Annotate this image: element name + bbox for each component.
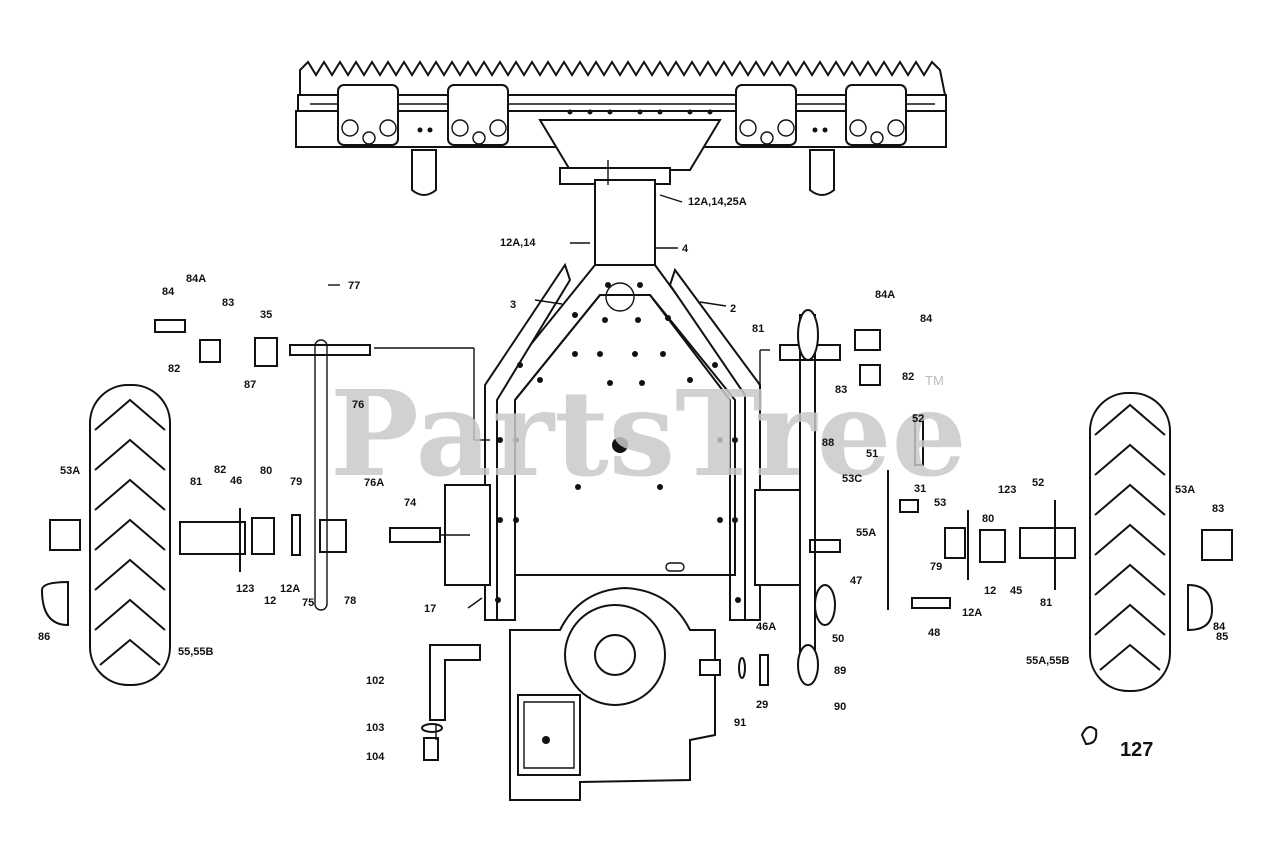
callout-label: 29 — [756, 699, 768, 711]
callout-label: 12A,14,25A — [688, 196, 747, 208]
callout-label: 52 — [1032, 477, 1044, 489]
callout-label: 88 — [822, 437, 834, 449]
callout-label: 2 — [730, 303, 736, 315]
callout-label: 46 — [230, 475, 242, 487]
frame-chassis — [484, 179, 761, 621]
callout-label: 55A — [856, 527, 876, 539]
callout-label: 51 — [866, 448, 878, 460]
callout-label: 4 — [682, 243, 689, 255]
callout-label: 123 — [998, 484, 1016, 496]
callout-label: 82 — [902, 371, 914, 383]
callout-label: 76A — [364, 477, 384, 489]
left-axle-assembly — [154, 319, 470, 611]
callout-label: 12 — [984, 585, 996, 597]
callout-label: 78 — [344, 595, 356, 607]
page-number: 127 — [1120, 739, 1153, 761]
callout-label: 12 — [264, 595, 276, 607]
callout-label: 12A — [962, 607, 982, 619]
callout-label: 91 — [734, 717, 746, 729]
callout-label: 47 — [850, 575, 862, 587]
callout-label: 103 — [366, 722, 384, 734]
callout-label: 53A — [1175, 484, 1195, 496]
callout-label: 85 — [1216, 631, 1228, 643]
callout-label: 17 — [424, 603, 436, 615]
callout-label: 86 — [38, 631, 50, 643]
callout-label: 81 — [1040, 597, 1052, 609]
callout-label: 12A,14 — [500, 237, 536, 249]
callout-label: 81 — [752, 323, 764, 335]
callout-label: 75 — [302, 597, 314, 609]
callout-label: 82 — [168, 363, 180, 375]
callout-label: 83 — [222, 297, 234, 309]
right-wheel — [1089, 392, 1233, 692]
callout-label: 123 — [236, 583, 254, 595]
misc-parts — [328, 160, 1098, 761]
callout-label: 76 — [352, 399, 364, 411]
callout-label: 79 — [290, 476, 302, 488]
right-axle-assembly — [779, 309, 1076, 686]
callout-label: 79 — [930, 561, 942, 573]
callout-label: 84A — [186, 273, 206, 285]
callout-label: 80 — [260, 465, 272, 477]
callout-label: 89 — [834, 665, 846, 677]
callout-label: 83 — [1212, 503, 1224, 515]
callout-label: 84A — [875, 289, 895, 301]
callout-label: 46A — [756, 621, 776, 633]
callout-label: 55,55B — [178, 646, 214, 658]
callout-label: 90 — [834, 701, 846, 713]
callout-label: 82 — [214, 464, 226, 476]
callout-labels: 12A,14,25A 12A,14 4 3 2 77 84A 84 83 35 … — [38, 196, 1228, 763]
callout-label: 53A — [60, 465, 80, 477]
callout-label: 83 — [835, 384, 847, 396]
callout-label: 52 — [912, 413, 924, 425]
callout-label: 53 — [934, 497, 946, 509]
callout-label: 80 — [982, 513, 994, 525]
watermark-text: PartsTree — [330, 364, 967, 503]
callout-label: 3 — [510, 299, 516, 311]
left-wheel — [40, 384, 171, 686]
callout-label: 53C — [842, 473, 862, 485]
callout-label: 84 — [162, 286, 175, 298]
watermark-trademark: TM — [925, 373, 944, 388]
callout-label: 55A,55B — [1026, 655, 1069, 667]
engine — [444, 484, 801, 801]
callout-label: 74 — [404, 497, 417, 509]
callout-label: 102 — [366, 675, 384, 687]
callout-label: 84 — [920, 313, 933, 325]
callout-label: 35 — [260, 309, 272, 321]
callout-label: 45 — [1010, 585, 1022, 597]
cutter-bar — [295, 60, 947, 196]
callout-label: 87 — [244, 379, 256, 391]
callout-label: 50 — [832, 633, 844, 645]
callout-label: 84 — [1213, 621, 1226, 633]
callout-label: 81 — [190, 476, 202, 488]
callout-label: 48 — [928, 627, 940, 639]
callout-label: 12A — [280, 583, 300, 595]
callout-label: 31 — [914, 483, 926, 495]
callout-label: 77 — [348, 280, 360, 292]
callout-label: 104 — [366, 751, 385, 763]
